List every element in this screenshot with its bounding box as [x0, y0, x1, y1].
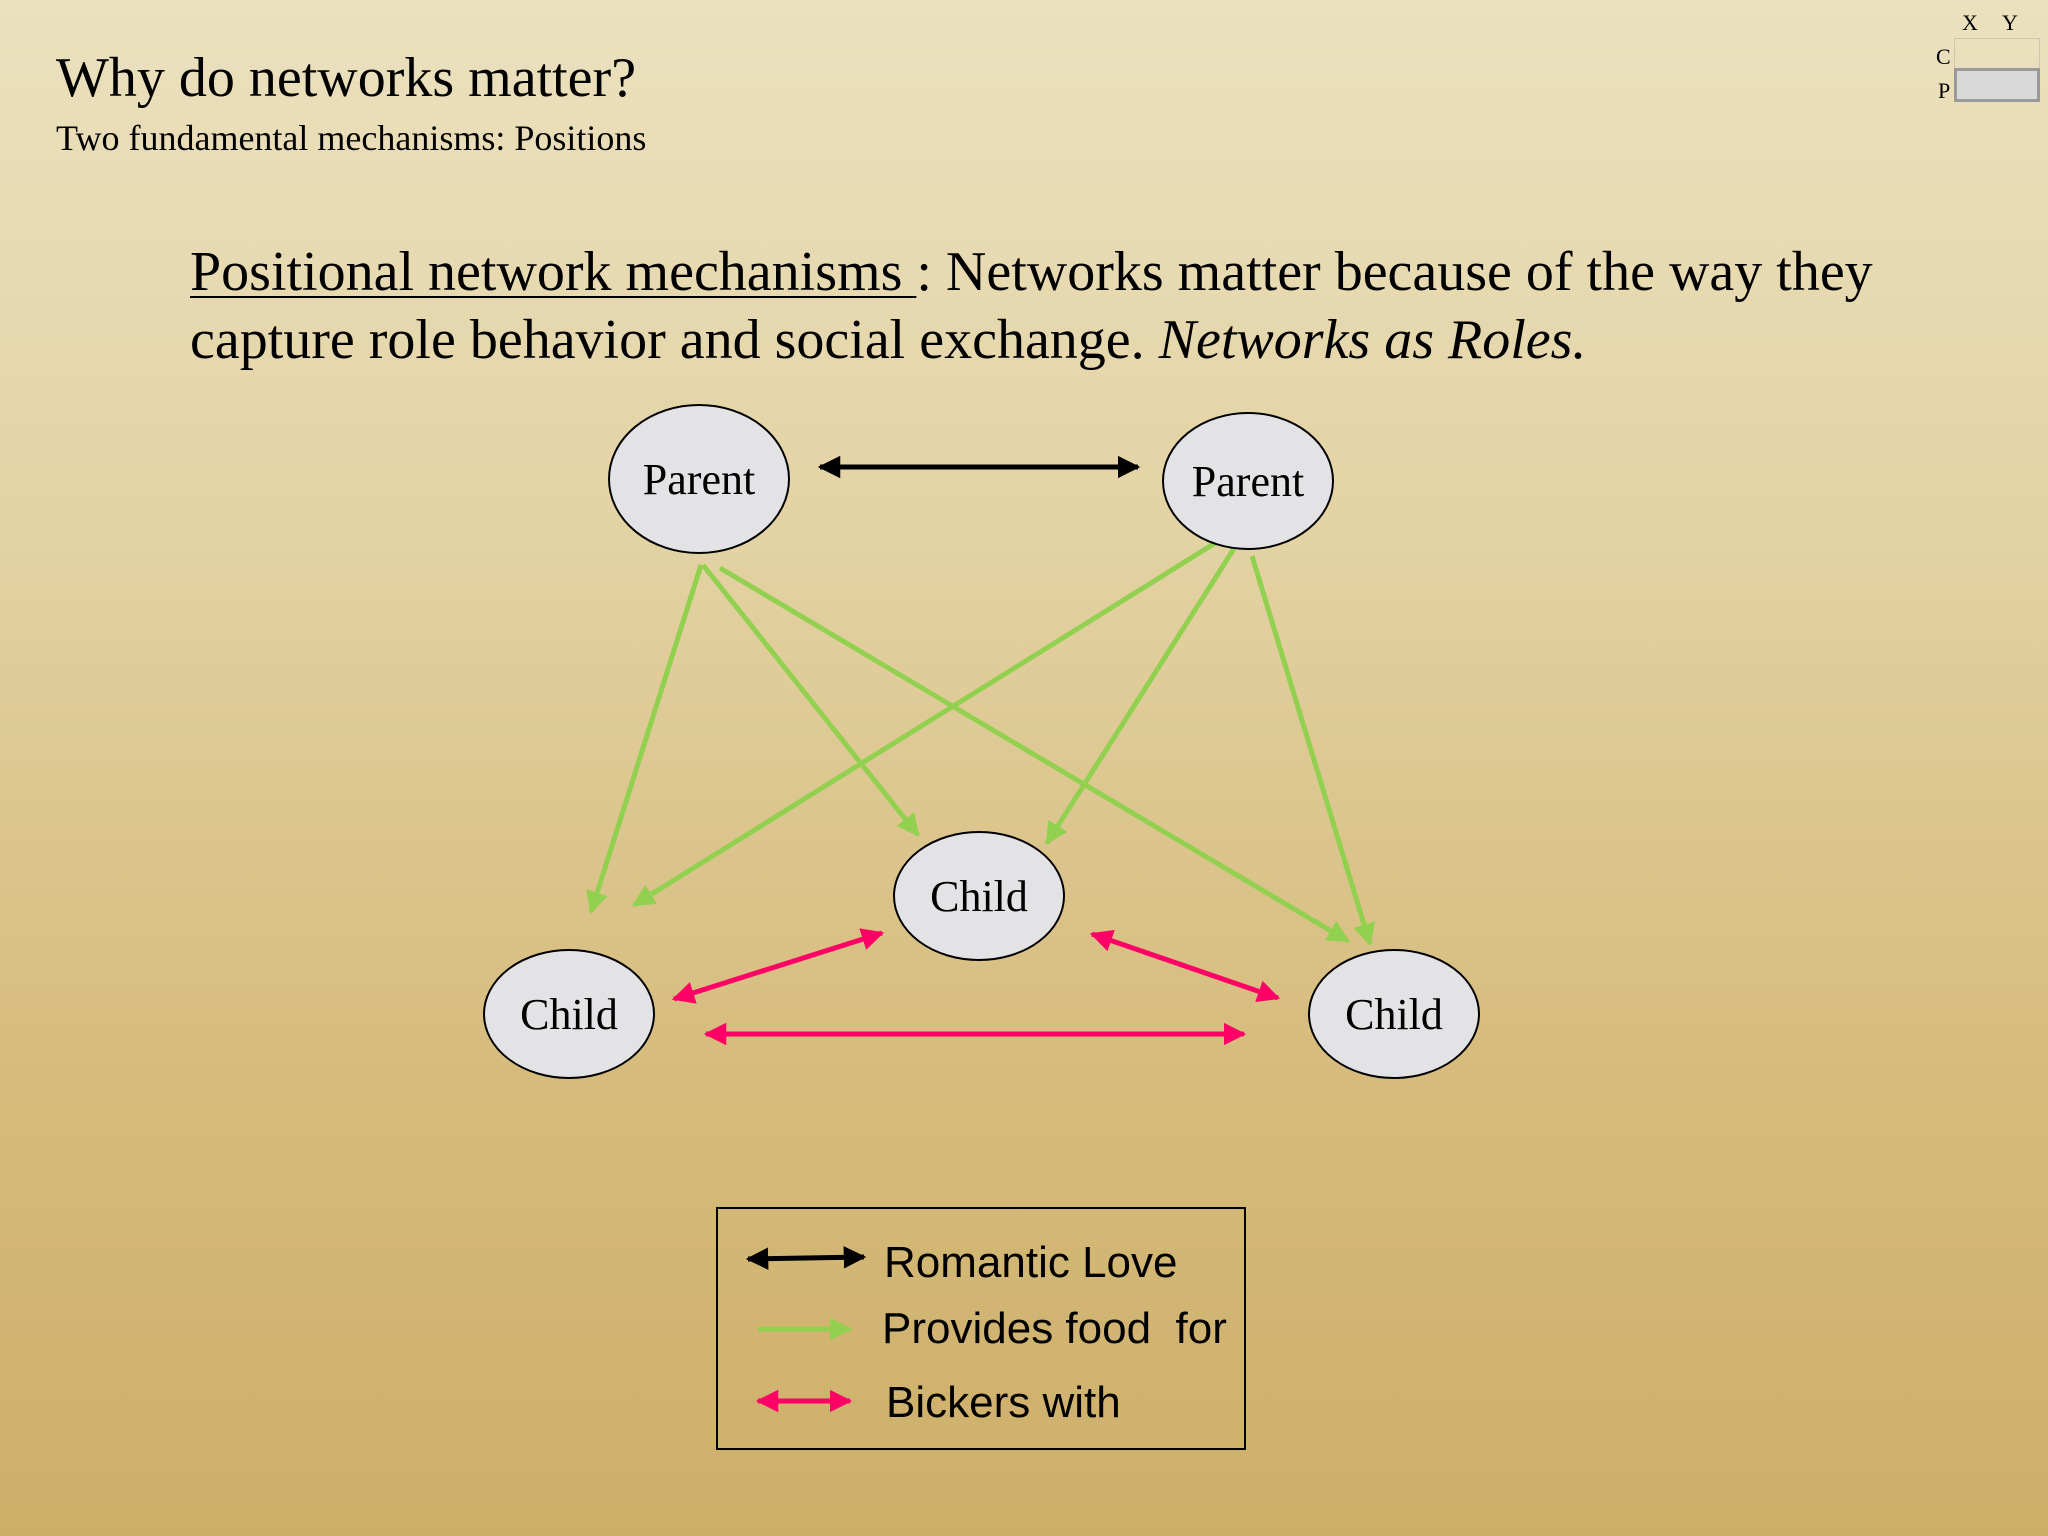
body-sentence: : Networks matter because of the way the… [190, 241, 1873, 371]
underlined-term: Positional network mechanisms [190, 241, 917, 303]
node-child-left: Child [483, 949, 655, 1079]
edge-provides-food-parent-right-to-child-right [1249, 555, 1375, 947]
node-parent-left: Parent [608, 404, 790, 554]
corner-box [1954, 68, 2040, 102]
node-ellipse-child-center [893, 831, 1065, 961]
legend-label-romantic-love: Romantic Love [884, 1238, 1178, 1287]
slide-subtitle: Two fundamental mechanisms: Positions [56, 118, 647, 158]
corner-y-label: Y [2002, 10, 2018, 35]
legend: Romantic Love Provides food for Bickers … [716, 1207, 1246, 1450]
node-ellipse-parent-left [608, 404, 790, 554]
edge-provides-food-parent-left-to-child-center [701, 563, 920, 837]
corner-x-label: X [1962, 10, 1978, 35]
legend-item-romantic-love: Romantic Love [718, 1229, 1244, 1289]
legend-item-provides-food: Provides food for [718, 1303, 1244, 1363]
edge-bickers-child-left-to-child-center [671, 928, 885, 1004]
edge-provides-food-parent-right-to-child-left [632, 537, 1222, 908]
italic-tail: Networks as Roles. [1158, 309, 1587, 371]
node-label-child-right: Child [1345, 990, 1443, 1039]
edges-layer [586, 455, 1375, 1046]
node-child-center: Child [893, 831, 1065, 961]
corner-grid [1954, 38, 2040, 68]
body-text: Positional network mechanisms : Networks… [190, 238, 1910, 374]
legend-swatch-provides-food [758, 1317, 853, 1341]
edge-provides-food-parent-left-to-child-left [586, 564, 704, 915]
corner-p-label: P [1938, 78, 1951, 103]
edge-provides-food-parent-left-to-child-right [718, 565, 1350, 944]
legend-label-bickers: Bickers with [886, 1378, 1121, 1427]
node-ellipse-parent-right [1162, 412, 1334, 550]
node-ellipse-child-right [1308, 949, 1480, 1079]
node-ellipse-child-left [483, 949, 655, 1079]
node-label-parent-left: Parent [643, 455, 755, 504]
legend-swatch-romantic-love [745, 1246, 867, 1270]
legend-item-bickers: Bickers with [718, 1379, 1244, 1439]
corner-c-label: C [1936, 44, 1951, 69]
edge-provides-food-parent-right-to-child-center [1044, 534, 1245, 845]
node-parent-right: Parent [1162, 412, 1334, 550]
corner-widget: X Y C P [1930, 8, 2048, 108]
node-child-right: Child [1308, 949, 1480, 1079]
legend-label-provides-food: Provides food for [882, 1304, 1227, 1353]
node-label-child-center: Child [930, 872, 1028, 921]
node-label-child-left: Child [520, 990, 618, 1039]
edge-bickers-child-center-to-child-right [1089, 929, 1281, 1003]
legend-swatch-bickers [755, 1389, 853, 1413]
slide-title: Why do networks matter? [56, 47, 637, 109]
node-label-parent-right: Parent [1192, 457, 1304, 506]
